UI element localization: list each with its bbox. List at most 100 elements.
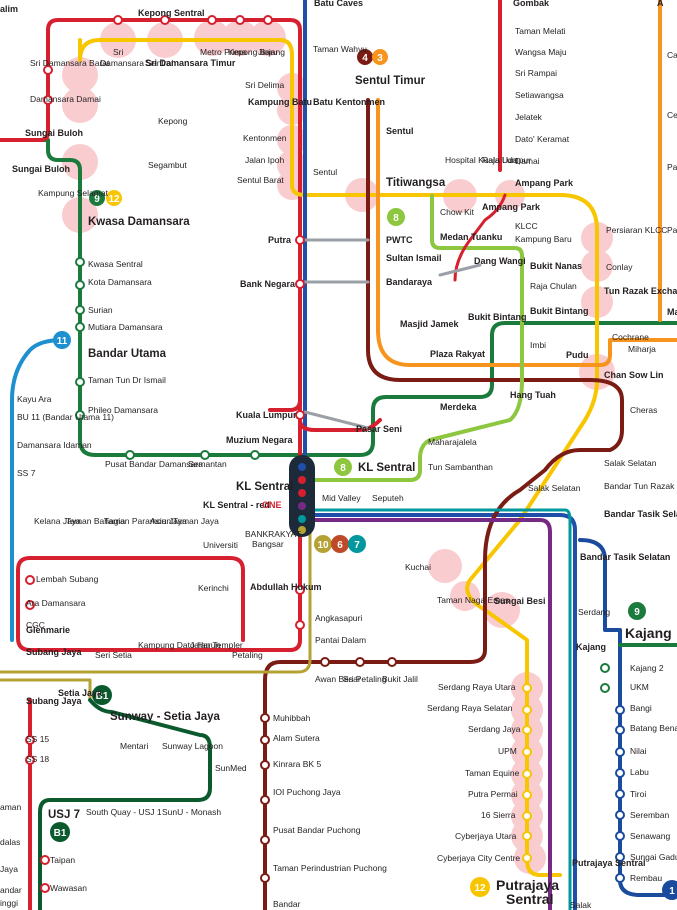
node-cyberjaya-city-centre[interactable] [522, 853, 532, 863]
node-ss15[interactable] [25, 735, 35, 745]
label-edge-left-4: andar [0, 885, 22, 895]
node-ukm[interactable] [600, 683, 610, 693]
label-sri-rampai: Sri Rampai [515, 68, 557, 78]
label-sungai-buloh-1: Sungai Buloh [25, 128, 83, 138]
node-senawang[interactable] [615, 831, 625, 841]
node-taipan[interactable] [40, 855, 50, 865]
badge-line-12-putrajaya [470, 877, 490, 897]
node-putra[interactable] [295, 235, 305, 245]
label-kuchai: Kuchai [405, 562, 431, 572]
node-bank-negara[interactable] [295, 279, 305, 289]
node-wawasan[interactable] [40, 883, 50, 893]
node-labu[interactable] [615, 768, 625, 778]
node-sri-damansara-timur[interactable] [160, 15, 170, 25]
label-taipan: Taipan [50, 855, 75, 865]
label-edge-right-pa: Pa [667, 162, 677, 172]
node-metro-prima[interactable] [207, 15, 217, 25]
highlight-taman-naga-emas [450, 581, 480, 611]
node-pusat-bandar-puchong[interactable] [260, 835, 270, 845]
node-semantan[interactable] [200, 450, 210, 460]
node-rembau[interactable] [615, 873, 625, 883]
label-universiti: Universiti [203, 540, 238, 550]
label-edge-left-3: Jaya [0, 864, 18, 874]
label-awan-besar: Awan Besar [315, 674, 361, 684]
node-sungai-gadut[interactable] [615, 852, 625, 862]
node-cyberjaya-utara[interactable] [522, 831, 532, 841]
node-taman-perindustrian-puchong[interactable] [260, 873, 270, 883]
node-kajang2[interactable] [600, 663, 610, 673]
node-jinjang[interactable] [263, 15, 273, 25]
badge-line-11 [53, 331, 71, 349]
badge-brt-b1-text: B1 [96, 691, 109, 702]
node-muzium-negara[interactable] [250, 450, 260, 460]
node-tiroi[interactable] [615, 789, 625, 799]
node-damansara-damai[interactable] [43, 95, 53, 105]
node-alam-sutera[interactable] [260, 735, 270, 745]
node-kinrara[interactable] [260, 760, 270, 770]
label-salak-bottom: Salak [570, 900, 592, 910]
label-sentul: Sentul [313, 167, 337, 177]
label-bukit-nanas: Bukit Nanas [530, 261, 582, 271]
node-nilai[interactable] [615, 747, 625, 757]
line-kelana-jaya [0, 18, 302, 652]
badge-line-1 [662, 880, 677, 900]
node-muhibbah[interactable] [260, 713, 270, 723]
label-sentul-2: Sentul [386, 126, 414, 136]
label-jelatek: Jelatek [515, 112, 543, 122]
node-lembah-subang[interactable] [25, 575, 35, 585]
label-mentari: Mentari [120, 741, 148, 751]
node-sri-damansara-barat[interactable] [43, 65, 53, 75]
node-serdang-raya-selatan[interactable] [522, 705, 532, 715]
label-metro-prima: Metro Prima [200, 47, 247, 57]
label-cgc-logo: CGC [26, 620, 45, 630]
node-batang-benar[interactable] [615, 725, 625, 735]
node-serdang-raya-utara[interactable] [522, 683, 532, 693]
badge-line-6 [331, 535, 349, 553]
highlight-damansara-damai [62, 87, 98, 123]
node-sri-petaling[interactable] [355, 657, 365, 667]
label-kepong-baru: Kepong Baru [228, 47, 278, 57]
label-ampang-park: Ampang Park [515, 178, 574, 188]
node-kwasa-sentral[interactable] [75, 257, 85, 267]
node-pusat-bandar-damansara[interactable] [125, 450, 135, 460]
label-bukit-bintang-2: Bukit Bintang [530, 306, 589, 316]
label-ioi-puchong-jaya: IOI Puchong Jaya [273, 787, 341, 797]
node-ara-damansara[interactable] [25, 600, 35, 610]
node-abdullah-hukum[interactable] [295, 585, 305, 595]
node-surian[interactable] [75, 305, 85, 315]
node-bangi[interactable] [615, 705, 625, 715]
hub-dot-1 [298, 463, 306, 471]
node-kepong-baru[interactable] [235, 15, 245, 25]
line-brt-sunway [38, 698, 212, 910]
node-ttdi[interactable] [75, 377, 85, 387]
label-hang-tuah: Hang Tuah [510, 390, 556, 400]
badge-line-12-putrajaya-text: 12 [474, 883, 486, 894]
node-angkasapuri[interactable] [295, 620, 305, 630]
node-kota-damansara[interactable] [75, 280, 85, 290]
label-batu-kentonmen-a: Batu Kentonmen [313, 97, 385, 107]
node-ioi-puchong[interactable] [260, 795, 270, 805]
node-putra-permai[interactable] [522, 790, 532, 800]
label-tun-sambanthan: Tun Sambanthan [428, 462, 493, 472]
station-nodes [25, 15, 625, 893]
node-16-sierra[interactable] [522, 811, 532, 821]
label-salak-selatan-2: Salak Selatan [528, 483, 581, 493]
badge-line-12 [106, 190, 122, 206]
node-awan-besar[interactable] [320, 657, 330, 667]
node-sri-damansara[interactable] [113, 15, 123, 25]
hub-dot-6 [298, 526, 306, 534]
node-kuala-lumpur[interactable] [295, 410, 305, 420]
label-ukm: UKM [630, 682, 649, 692]
node-taman-equine[interactable] [522, 769, 532, 779]
node-serdang-jaya[interactable] [522, 725, 532, 735]
node-seremban[interactable] [615, 810, 625, 820]
label-dang-wangi: Dang Wangi [474, 256, 526, 266]
kl-sentral-hub[interactable] [289, 455, 315, 537]
label-pudu: Pudu [566, 350, 589, 360]
node-phileo-damansara[interactable] [75, 410, 85, 420]
label-cochrane: Cochrane [612, 332, 649, 342]
node-upm[interactable] [522, 747, 532, 757]
node-ss18[interactable] [25, 755, 35, 765]
node-mutiara-damansara[interactable] [75, 322, 85, 332]
node-bukit-jalil[interactable] [387, 657, 397, 667]
